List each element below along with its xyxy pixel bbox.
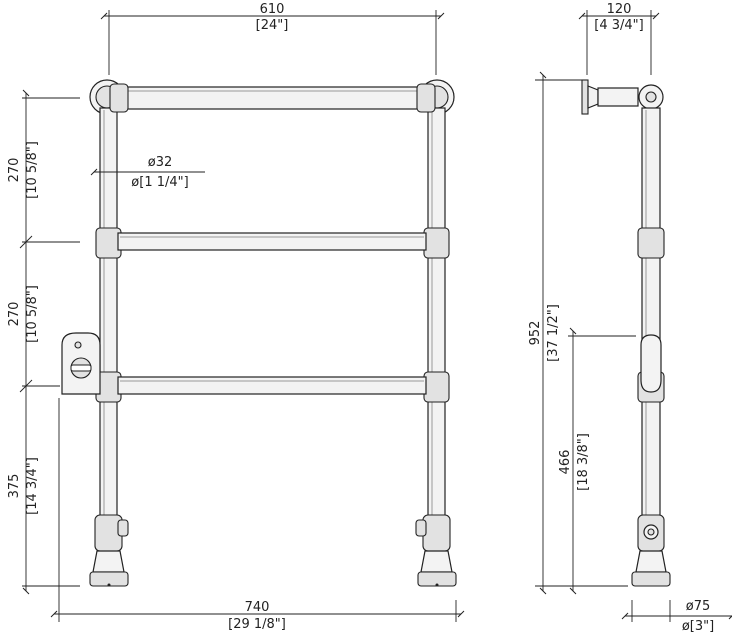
top-width-inch: [24"]	[256, 18, 289, 33]
overall-width-inch: [29 1/8"]	[228, 617, 286, 632]
depth-inch: [4 3/4"]	[594, 18, 643, 33]
side-view	[581, 79, 671, 587]
element-height-mm: 466	[558, 450, 573, 475]
overall-height-mm: 952	[528, 321, 543, 346]
foot-diameter-inch: ø[3"]	[682, 619, 714, 634]
overall-height-inch: [37 1/2"]	[546, 304, 561, 362]
side-upright	[631, 107, 671, 587]
pipe-diameter-mm: ø32	[148, 155, 173, 170]
overall-width-mm: 740	[245, 600, 270, 615]
bottom-rail-height-inch: [14 3/4"]	[25, 457, 40, 515]
front-view	[61, 79, 457, 587]
pipe-diameter-inch: ø[1 1/4"]	[131, 175, 188, 190]
middle-rail	[117, 232, 427, 251]
upper-spacing-mm: 270	[7, 158, 22, 183]
foot-diameter-mm: ø75	[686, 599, 711, 614]
depth-mm: 120	[607, 2, 632, 17]
dimension-lines	[19, 10, 732, 622]
top-rail	[109, 83, 436, 113]
element-height-inch: [18 3/8"]	[576, 433, 591, 491]
middle-spacing-inch: [10 5/8"]	[25, 285, 40, 343]
bottom-rail-height-mm: 375	[7, 474, 22, 499]
middle-spacing-mm: 270	[7, 302, 22, 327]
heating-element-controller	[61, 332, 101, 395]
right-upright	[415, 107, 457, 587]
top-width-mm: 610	[260, 2, 285, 17]
upper-spacing-inch: [10 5/8"]	[25, 141, 40, 199]
wall-bracket	[581, 79, 664, 115]
dimension-labels: 610 [24"] 120 [4 3/4"] ø32 ø[1 1/4"] 270…	[7, 2, 714, 634]
bottom-rail	[117, 376, 427, 395]
